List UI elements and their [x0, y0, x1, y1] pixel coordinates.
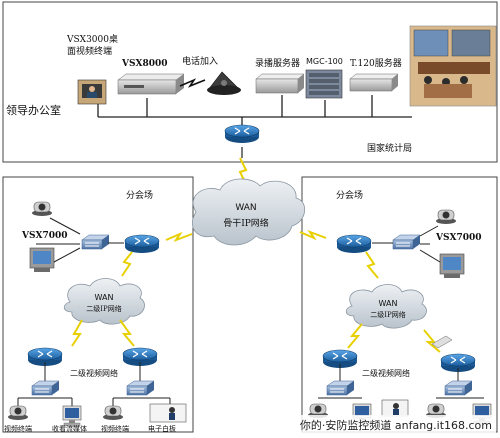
- right-branch-lightning: [299, 229, 327, 241]
- left-whiteboard-icon: [149, 403, 187, 423]
- left-branch-lightning: [165, 231, 193, 243]
- left-wan-label-line2: 二级IP网络: [86, 304, 121, 313]
- left-endpoint1-camera-icon: [7, 405, 29, 421]
- left-wan-label-line1: WAN: [95, 293, 114, 302]
- watermark-bg: [290, 415, 496, 433]
- right-whiteboard-icon: [381, 399, 409, 417]
- right-branch: [307, 209, 492, 425]
- right-camera-icon: [435, 209, 457, 225]
- t120-server: [349, 73, 399, 92]
- wan-backbone-cloud: [191, 178, 305, 246]
- watermark-text: 你的·安防监控频道 anfang.it168.com: [300, 418, 492, 432]
- wan-main-label-line2: 骨干IP网络: [223, 217, 269, 229]
- conference-room-photo: [409, 25, 497, 107]
- office-photo: [77, 79, 107, 105]
- right-switch-icon: [392, 234, 421, 250]
- mgc100-device: [305, 69, 343, 99]
- right-vsx7000-label: VSX7000: [435, 233, 482, 243]
- right-switch-b-icon: [444, 380, 473, 396]
- office-label: 领导办公室: [6, 103, 61, 117]
- right-net-label: 二级视频网络: [362, 368, 410, 378]
- bureau-label: 国家统计局: [367, 142, 412, 154]
- left-endpoint2-pc-icon: [62, 405, 82, 427]
- vsx8000-label: VSX8000: [121, 59, 168, 69]
- wan-main-label-line1: WAN: [235, 203, 256, 213]
- left-endpoint4-label: 电子白板: [148, 424, 176, 433]
- vsx3000-label-line2: 面视频终端: [67, 45, 112, 57]
- hq-wan-lightning: [238, 157, 248, 185]
- t120-label: T.120服务器: [350, 57, 402, 69]
- left-switch-icon: [81, 234, 110, 250]
- right-wan-label-line2: 二级IP网络: [370, 310, 405, 319]
- left-wan-cloud: [63, 278, 145, 325]
- phone-label: 电话加入: [182, 55, 218, 67]
- phone-link-lightning: [179, 78, 206, 88]
- left-tv-icon: [29, 247, 55, 273]
- left-switch-a-icon: [31, 380, 60, 396]
- left-net-label: 二级视频网络: [70, 368, 118, 378]
- left-branch-title: 分会场: [126, 189, 153, 201]
- right-router-icon: [336, 234, 372, 254]
- right-wan-cloud: [345, 284, 427, 329]
- conference-phone: [207, 71, 241, 95]
- left-endpoint3-camera-icon: [102, 405, 124, 421]
- recorder-label: 录播服务器: [255, 57, 300, 69]
- left-endpoint3-label: 视频终端: [101, 424, 129, 433]
- left-endpoint1-label: 视频终端: [4, 424, 32, 433]
- left-switch-b-icon: [126, 380, 155, 396]
- core-router-hq: [224, 124, 260, 144]
- right-wan-label-line1: WAN: [379, 299, 398, 308]
- left-router-icon: [124, 234, 160, 254]
- vsx8000-device: [117, 73, 185, 95]
- hq-frame: [2, 1, 498, 163]
- left-branch-frame: [2, 176, 194, 433]
- right-tv-icon: [439, 253, 465, 279]
- vsx3000-label-line1: VSX3000桌: [66, 33, 118, 45]
- left-vsx7000-label: VSX7000: [21, 231, 68, 241]
- mgc-label: MGC-100: [306, 57, 343, 66]
- right-branch-title: 分会场: [336, 189, 363, 201]
- right-switch-a-icon: [326, 380, 355, 396]
- right-small-device: [431, 335, 453, 349]
- left-camera-icon: [31, 201, 53, 217]
- left-branch: [7, 201, 187, 427]
- recorder-server: [255, 73, 305, 94]
- left-endpoint2-label: 收看流媒体: [52, 424, 87, 433]
